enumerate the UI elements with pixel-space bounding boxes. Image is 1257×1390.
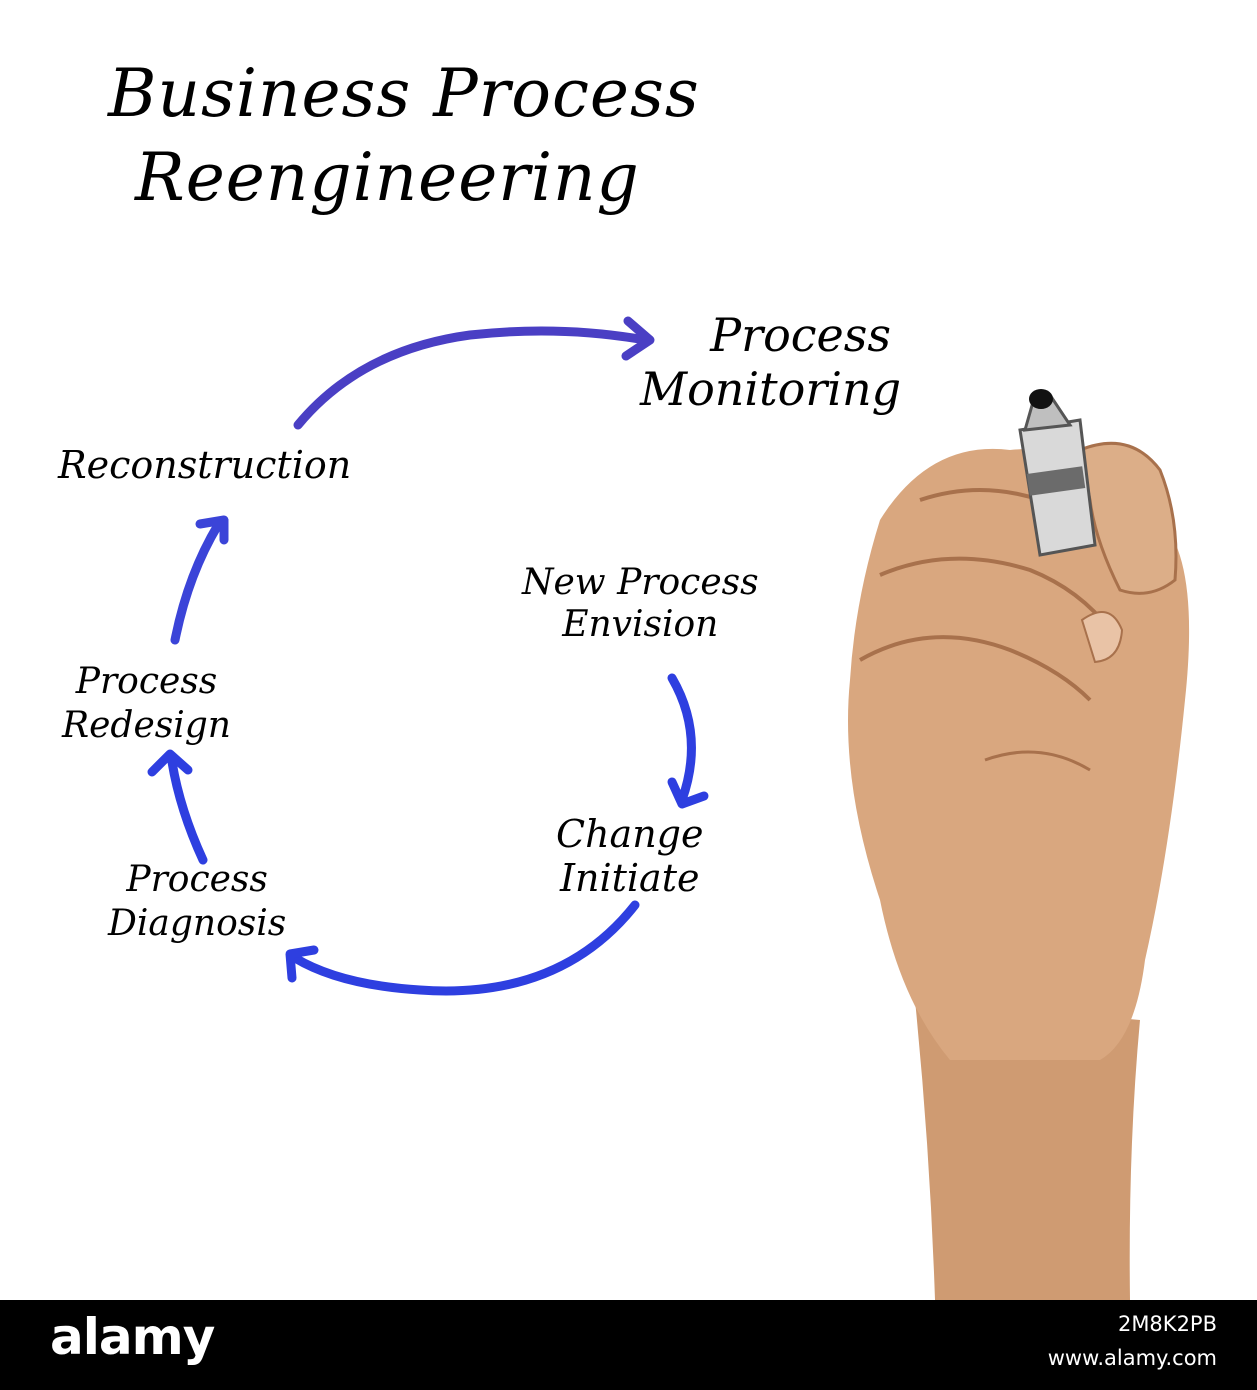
site-url-label: www.alamy.com — [1047, 1346, 1217, 1370]
process-cycle-graphic — [147, 316, 1190, 1300]
arrow-envision-to-change — [667, 673, 696, 805]
arrow-change-to-diagnosis — [290, 900, 640, 996]
step-label-line-1: Process — [75, 661, 218, 702]
arrow-redesign-to-reconstruction — [170, 520, 223, 645]
step-label-line-2: Redesign — [62, 705, 231, 746]
arrow-reconstruction-to-monitoring — [293, 326, 650, 430]
diagram-title-line-1: Business Process — [108, 55, 700, 132]
step-label-line-1: Change — [556, 812, 704, 856]
hand-with-marker-illustration — [848, 389, 1190, 1300]
arrowhead-redesign — [147, 749, 193, 777]
arrowhead-change — [667, 777, 709, 809]
arrowhead-diagnosis — [285, 945, 319, 983]
arrowhead-monitoring — [621, 316, 655, 361]
step-label-line-2: Initiate — [560, 856, 700, 900]
image-id-label: 2M8K2PB — [1117, 1312, 1217, 1336]
step-process-diagnosis: Process Diagnosis — [108, 858, 286, 946]
diagram-title-line-2: Reengineering — [135, 139, 640, 216]
step-label-line-2: Envision — [562, 604, 719, 645]
step-label-line-1: Process — [710, 308, 891, 362]
step-label-line-2: Monitoring — [640, 362, 902, 416]
arrowhead-reconstruction — [195, 515, 229, 545]
alamy-logo: alamy — [50, 1308, 215, 1366]
step-label-line-1: New Process — [522, 562, 759, 603]
stock-photo-footer: alamy 2M8K2PB www.alamy.com — [0, 1300, 1257, 1390]
step-new-process-envision: New Process Envision — [522, 562, 759, 646]
step-process-monitoring: Process Monitoring — [640, 308, 901, 416]
step-process-redesign: Process Redesign — [62, 660, 231, 748]
step-label-line-2: Diagnosis — [108, 903, 287, 944]
arrow-diagnosis-to-redesign — [167, 757, 208, 865]
step-label-line-1: Reconstruction — [58, 443, 352, 487]
step-label-line-1: Process — [126, 859, 268, 900]
step-change-initiate: Change Initiate — [556, 812, 704, 900]
step-reconstruction: Reconstruction — [58, 438, 351, 492]
